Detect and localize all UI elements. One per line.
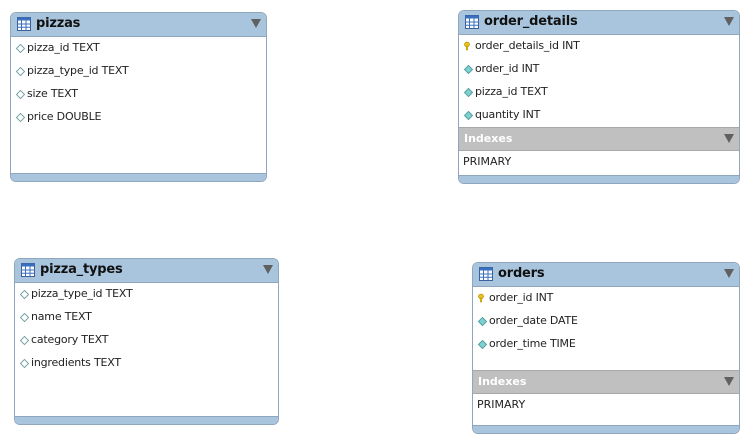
column-row[interactable]: size TEXT — [11, 83, 266, 106]
column-label: order_details_id INT — [475, 39, 580, 52]
table-footer — [11, 173, 266, 181]
diamond-icon — [16, 90, 25, 99]
table-orders[interactable]: orders order_id INT order_date DATE orde… — [472, 262, 740, 434]
diamond-icon — [464, 65, 473, 74]
column-spacer — [473, 356, 739, 370]
column-label: price DOUBLE — [27, 110, 102, 123]
column-row[interactable]: quantity INT — [459, 104, 739, 127]
indexes-title: Indexes — [478, 375, 527, 388]
table-footer — [459, 175, 739, 183]
table-title: pizzas — [36, 16, 81, 31]
key-icon — [478, 293, 484, 303]
column-list: order_details_id INT order_id INT pizza_… — [459, 35, 739, 127]
table-footer — [473, 425, 739, 433]
key-icon — [464, 41, 470, 51]
index-label: PRIMARY — [463, 155, 512, 168]
indexes-header[interactable]: Indexes — [459, 127, 739, 151]
diamond-icon — [464, 111, 473, 120]
table-header[interactable]: pizza_types — [15, 259, 278, 283]
diamond-icon — [16, 67, 25, 76]
column-row[interactable]: pizza_id TEXT — [11, 37, 266, 60]
table-grid-icon — [17, 17, 31, 31]
table-title: pizza_types — [40, 262, 123, 277]
diamond-icon — [20, 336, 29, 345]
table-header[interactable]: orders — [473, 263, 739, 287]
triangle-down-icon[interactable] — [263, 265, 273, 274]
index-label: PRIMARY — [477, 398, 526, 411]
diamond-icon — [16, 113, 25, 122]
index-row[interactable]: PRIMARY — [459, 151, 739, 173]
diamond-icon — [16, 44, 25, 53]
column-label: pizza_id TEXT — [475, 85, 548, 98]
diamond-icon — [464, 88, 473, 97]
column-label: category TEXT — [31, 333, 109, 346]
indexes-title: Indexes — [464, 132, 513, 145]
indexes-header[interactable]: Indexes — [473, 370, 739, 394]
column-row[interactable]: category TEXT — [15, 329, 278, 352]
table-pizza-types[interactable]: pizza_types pizza_type_id TEXT name TEXT… — [14, 258, 279, 425]
table-title: order_details — [484, 14, 578, 29]
table-grid-icon — [479, 267, 493, 281]
triangle-down-icon[interactable] — [724, 17, 734, 26]
table-title: orders — [498, 266, 545, 281]
column-label: ingredients TEXT — [31, 356, 121, 369]
index-row[interactable]: PRIMARY — [473, 394, 739, 416]
table-grid-icon — [21, 263, 35, 277]
table-grid-icon — [465, 15, 479, 29]
column-label: order_date DATE — [489, 314, 578, 327]
column-list: pizza_id TEXT pizza_type_id TEXT size TE… — [11, 37, 266, 129]
table-order-details[interactable]: order_details order_details_id INT order… — [458, 10, 740, 184]
triangle-down-icon[interactable] — [251, 19, 261, 28]
column-row[interactable]: order_time TIME — [473, 333, 739, 356]
triangle-down-icon[interactable] — [724, 134, 734, 143]
column-row[interactable]: order_id INT — [473, 287, 739, 310]
column-label: order_id INT — [489, 291, 554, 304]
column-label: quantity INT — [475, 108, 541, 121]
column-row[interactable]: pizza_id TEXT — [459, 81, 739, 104]
diamond-icon — [478, 340, 487, 349]
triangle-down-icon[interactable] — [724, 269, 734, 278]
table-header[interactable]: pizzas — [11, 13, 266, 37]
diamond-icon — [20, 313, 29, 322]
column-row[interactable]: ingredients TEXT — [15, 352, 278, 375]
column-label: size TEXT — [27, 87, 78, 100]
column-label: pizza_id TEXT — [27, 41, 100, 54]
table-footer — [15, 416, 278, 424]
column-label: pizza_type_id TEXT — [31, 287, 133, 300]
diamond-icon — [20, 290, 29, 299]
column-row[interactable]: order_date DATE — [473, 310, 739, 333]
column-label: order_id INT — [475, 62, 540, 75]
column-row[interactable]: price DOUBLE — [11, 106, 266, 129]
diamond-icon — [20, 359, 29, 368]
table-pizzas[interactable]: pizzas pizza_id TEXT pizza_type_id TEXT … — [10, 12, 267, 182]
column-label: order_time TIME — [489, 337, 576, 350]
column-row[interactable]: order_details_id INT — [459, 35, 739, 58]
triangle-down-icon[interactable] — [724, 377, 734, 386]
column-label: name TEXT — [31, 310, 92, 323]
column-list: order_id INT order_date DATE order_time … — [473, 287, 739, 356]
column-row[interactable]: order_id INT — [459, 58, 739, 81]
table-header[interactable]: order_details — [459, 11, 739, 35]
column-row[interactable]: pizza_type_id TEXT — [15, 283, 278, 306]
column-list: pizza_type_id TEXT name TEXT category TE… — [15, 283, 278, 375]
column-label: pizza_type_id TEXT — [27, 64, 129, 77]
column-row[interactable]: name TEXT — [15, 306, 278, 329]
column-row[interactable]: pizza_type_id TEXT — [11, 60, 266, 83]
diamond-icon — [478, 317, 487, 326]
